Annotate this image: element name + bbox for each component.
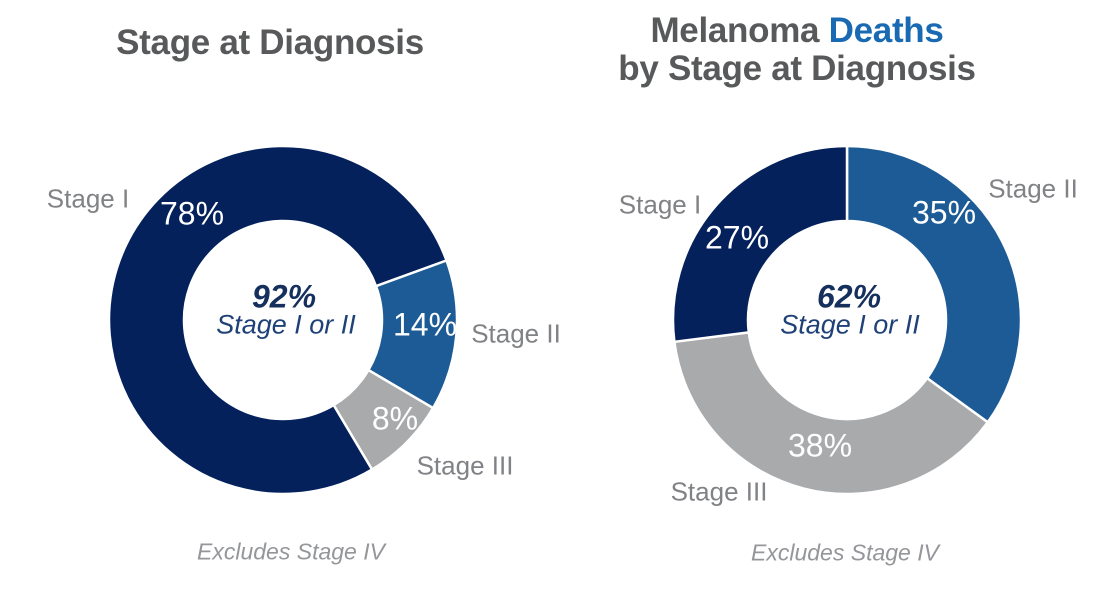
segment-value-stage-3: 8% bbox=[371, 400, 419, 437]
center-subtitle: Stage I or II bbox=[216, 309, 356, 340]
segment-value-stage-1: 27% bbox=[704, 219, 770, 256]
segment-label-stage-2: Stage II bbox=[988, 173, 1078, 204]
segment-label-stage-3: Stage III bbox=[416, 450, 514, 481]
segment-label-stage-1: Stage I bbox=[46, 183, 130, 214]
chart-footnote: Excludes Stage IV bbox=[751, 539, 939, 566]
chart-footnote: Excludes Stage IV bbox=[197, 538, 385, 565]
segment-value-stage-2: 14% bbox=[392, 306, 458, 343]
center-percentage: 92% bbox=[251, 278, 317, 315]
donut-segment-stage-ii bbox=[845, 144, 1023, 424]
center-subtitle: Stage I or II bbox=[780, 309, 920, 340]
title-accent-text: Deaths bbox=[828, 11, 944, 50]
title-text: Melanoma bbox=[650, 11, 829, 50]
segment-value-stage-3: 38% bbox=[787, 427, 853, 464]
donut-segment-stage-iii bbox=[673, 331, 990, 496]
donut-segment-stage-iii bbox=[332, 368, 435, 471]
donut-chart-melanoma-deaths bbox=[671, 144, 1023, 496]
segment-value-stage-1: 78% bbox=[159, 195, 225, 232]
title-text: Stage at Diagnosis bbox=[116, 23, 424, 62]
segment-value-stage-2: 35% bbox=[911, 194, 977, 231]
donut-segment-stage-i bbox=[671, 144, 849, 344]
chart-title-stage-at-diagnosis: Stage at Diagnosis bbox=[116, 24, 424, 62]
segment-label-stage-2: Stage II bbox=[471, 318, 561, 349]
center-percentage: 62% bbox=[816, 278, 882, 315]
donut-chart-stage-at-diagnosis bbox=[107, 144, 459, 496]
chart-title-melanoma-deaths: Melanoma Deaths by Stage at Diagnosis bbox=[618, 12, 976, 88]
segment-label-stage-3: Stage III bbox=[670, 476, 768, 507]
segment-label-stage-1: Stage I bbox=[618, 189, 702, 220]
title-line-1: Melanoma Deaths bbox=[618, 12, 975, 50]
donut-segment-stage-i bbox=[107, 144, 448, 496]
title-line-2: by Stage at Diagnosis bbox=[618, 49, 976, 88]
